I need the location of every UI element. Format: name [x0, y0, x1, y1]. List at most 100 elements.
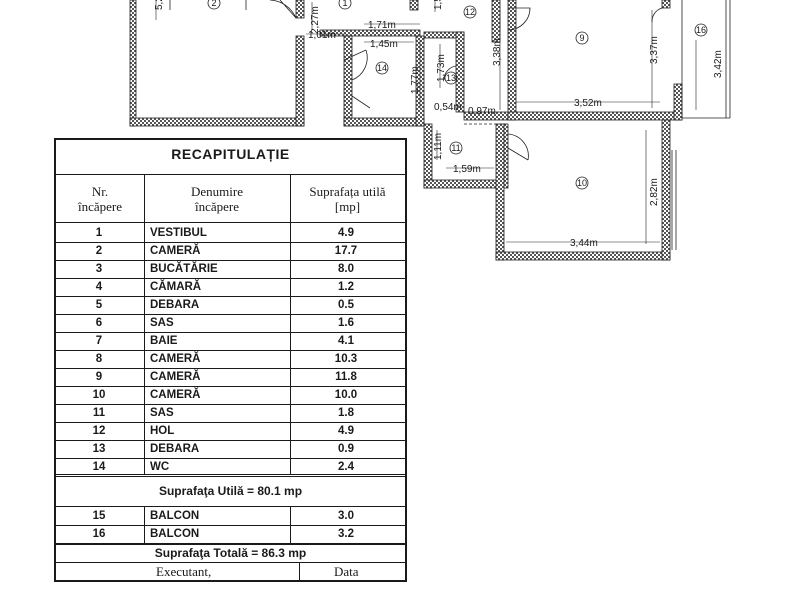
- divider: [56, 314, 405, 315]
- dim-label: 2,27m: [310, 6, 321, 34]
- room-number-cell: 13: [92, 443, 106, 455]
- area-cell: 10.3: [334, 353, 358, 365]
- table-row: 1 VESTIBUL 4.9: [56, 224, 405, 243]
- dim-label: 0,54m: [434, 102, 462, 113]
- area-cell: 4.9: [338, 425, 354, 437]
- area-cell: 1.6: [338, 317, 354, 329]
- dim-label: 1,73m: [436, 54, 447, 82]
- room-number-cell: 14: [92, 461, 106, 473]
- area-cell: 8.0: [338, 263, 354, 275]
- room-name-cell: DEBARA: [150, 443, 200, 455]
- room-name-cell: BALCON: [150, 528, 200, 540]
- table-row: 8 CAMERĂ 10.3: [56, 350, 405, 369]
- room-number-cell: 10: [92, 389, 106, 401]
- area-cell: 0.5: [338, 299, 354, 311]
- room-number-cell: 1: [95, 227, 103, 239]
- table-row: 16 BALCON 3.2: [56, 525, 405, 544]
- divider: [56, 386, 405, 387]
- room-name-cell: CAMERĂ: [150, 353, 201, 365]
- room-number-cell: 12: [92, 425, 106, 437]
- divider: [56, 350, 405, 351]
- room-number-cell: 16: [92, 528, 106, 540]
- dim-label: 2,82m: [649, 178, 660, 206]
- table-row: 7 BAIE 4.1: [56, 332, 405, 351]
- divider: [56, 260, 405, 261]
- room-name-cell: VESTIBUL: [150, 227, 207, 239]
- area-cell: 3.2: [338, 528, 354, 540]
- divider: [56, 440, 405, 441]
- room-name-cell: BAIE: [150, 335, 178, 347]
- room-number-cell: 3: [95, 263, 103, 275]
- divider: [144, 506, 145, 544]
- room-number: 9: [579, 33, 584, 43]
- divider: [56, 222, 405, 223]
- divider: [56, 404, 405, 405]
- room-name-cell: BUCĂTĂRIE: [150, 263, 218, 275]
- divider: [56, 422, 405, 423]
- room-number-cell: 11: [92, 407, 106, 419]
- area-cell: 17.7: [334, 245, 358, 257]
- dim-label: 1,71m: [368, 20, 396, 31]
- header-name: Denumire încăpere: [144, 184, 290, 214]
- room-name-cell: BALCON: [150, 510, 200, 522]
- room-number-cell: 6: [95, 317, 103, 329]
- room-name-cell: SAS: [150, 317, 174, 329]
- table-row: 6 SAS 1.6: [56, 314, 405, 333]
- room-name-cell: HOL: [150, 425, 175, 437]
- divider: [56, 476, 405, 477]
- room-name-cell: SAS: [150, 407, 174, 419]
- room-name-cell: CAMERĂ: [150, 371, 201, 383]
- room-number: 10: [577, 178, 587, 188]
- grand-total: Suprafaţa Totală = 86.3 mp: [154, 546, 307, 560]
- area-cell: 1.8: [338, 407, 354, 419]
- dim-label: 1,5: [433, 0, 444, 10]
- divider: [56, 562, 405, 563]
- dimension-labels: 1,71m 1,45m 1,01m 2,27m 1,77m 1,73m 0,54…: [154, 0, 724, 249]
- dim-label: 3,44m: [570, 238, 598, 249]
- header-area-line1: Suprafața utilă: [309, 184, 386, 199]
- footer-executant: Executant,: [156, 564, 212, 579]
- balcony-16-walls: [681, 0, 731, 119]
- room-number: 2: [211, 0, 216, 8]
- room-number-cell: 2: [95, 245, 103, 257]
- room-number: 1: [342, 0, 347, 8]
- area-cell: 2.4: [338, 461, 354, 473]
- dim-label: 3,52m: [574, 98, 602, 109]
- header-area: Suprafața utilă [mp]: [290, 184, 405, 214]
- dim-label: 3,38m: [492, 38, 503, 66]
- dim-label: 1,01m: [308, 30, 336, 41]
- divider: [290, 506, 291, 544]
- area-cell: 4.9: [338, 227, 354, 239]
- dim-label: 1,77m: [410, 66, 421, 94]
- room-number-cell: 8: [95, 353, 103, 365]
- divider: [144, 174, 145, 474]
- useful-total: Suprafaţa Utilă = 80.1 mp: [158, 484, 303, 498]
- table-row: 3 BUCĂTĂRIE 8.0: [56, 260, 405, 279]
- divider: [56, 332, 405, 333]
- room-13-walls: [423, 31, 465, 113]
- room-1-walls: [319, 0, 421, 37]
- room-number-cell: 7: [95, 335, 103, 347]
- divider: [56, 458, 405, 459]
- room-number: 14: [377, 63, 387, 73]
- room-number: 11: [451, 143, 460, 153]
- header-name-line2: încăpere: [194, 199, 240, 214]
- table-row: 11 SAS 1.8: [56, 404, 405, 423]
- room-number: 16: [696, 25, 706, 35]
- divider: [56, 543, 405, 544]
- dim-label: 1,45m: [370, 39, 398, 50]
- dim-label: 1,59m: [453, 164, 481, 175]
- dim-label: 3,42m: [713, 50, 724, 78]
- divider: [56, 368, 405, 369]
- divider: [56, 278, 405, 279]
- area-cell: 10.0: [334, 389, 358, 401]
- area-cell: 3.0: [338, 510, 354, 522]
- divider: [56, 174, 405, 175]
- area-cell: 4.1: [338, 335, 354, 347]
- room-name-cell: DEBARA: [150, 299, 200, 311]
- area-cell: 11.8: [335, 371, 357, 383]
